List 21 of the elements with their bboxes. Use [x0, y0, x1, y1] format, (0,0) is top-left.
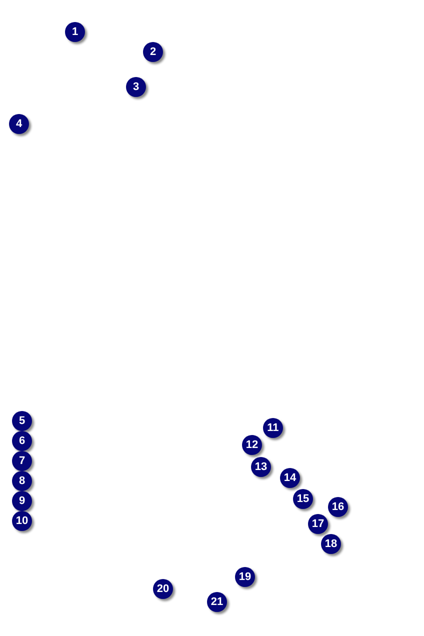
callout-number: 6 — [12, 431, 32, 451]
callout-number: 10 — [12, 511, 32, 531]
callout-number: 15 — [293, 489, 313, 509]
callout-number: 20 — [153, 579, 173, 599]
callout-number: 11 — [263, 418, 283, 438]
callout-number: 3 — [126, 77, 146, 97]
callout-number: 12 — [242, 435, 262, 455]
callout-number: 18 — [321, 534, 341, 554]
callout-number: 19 — [235, 567, 255, 587]
callout-number: 17 — [308, 514, 328, 534]
callout-number: 16 — [328, 497, 348, 517]
callout-number: 2 — [143, 42, 163, 62]
callout-number: 14 — [280, 468, 300, 488]
callout-number: 8 — [12, 471, 32, 491]
callout-number: 7 — [12, 451, 32, 471]
callout-number: 21 — [207, 592, 227, 612]
callout-number: 9 — [12, 491, 32, 511]
callout-number: 1 — [65, 22, 85, 42]
callout-number: 13 — [251, 457, 271, 477]
callout-number: 5 — [12, 411, 32, 431]
callout-number: 4 — [9, 114, 29, 134]
